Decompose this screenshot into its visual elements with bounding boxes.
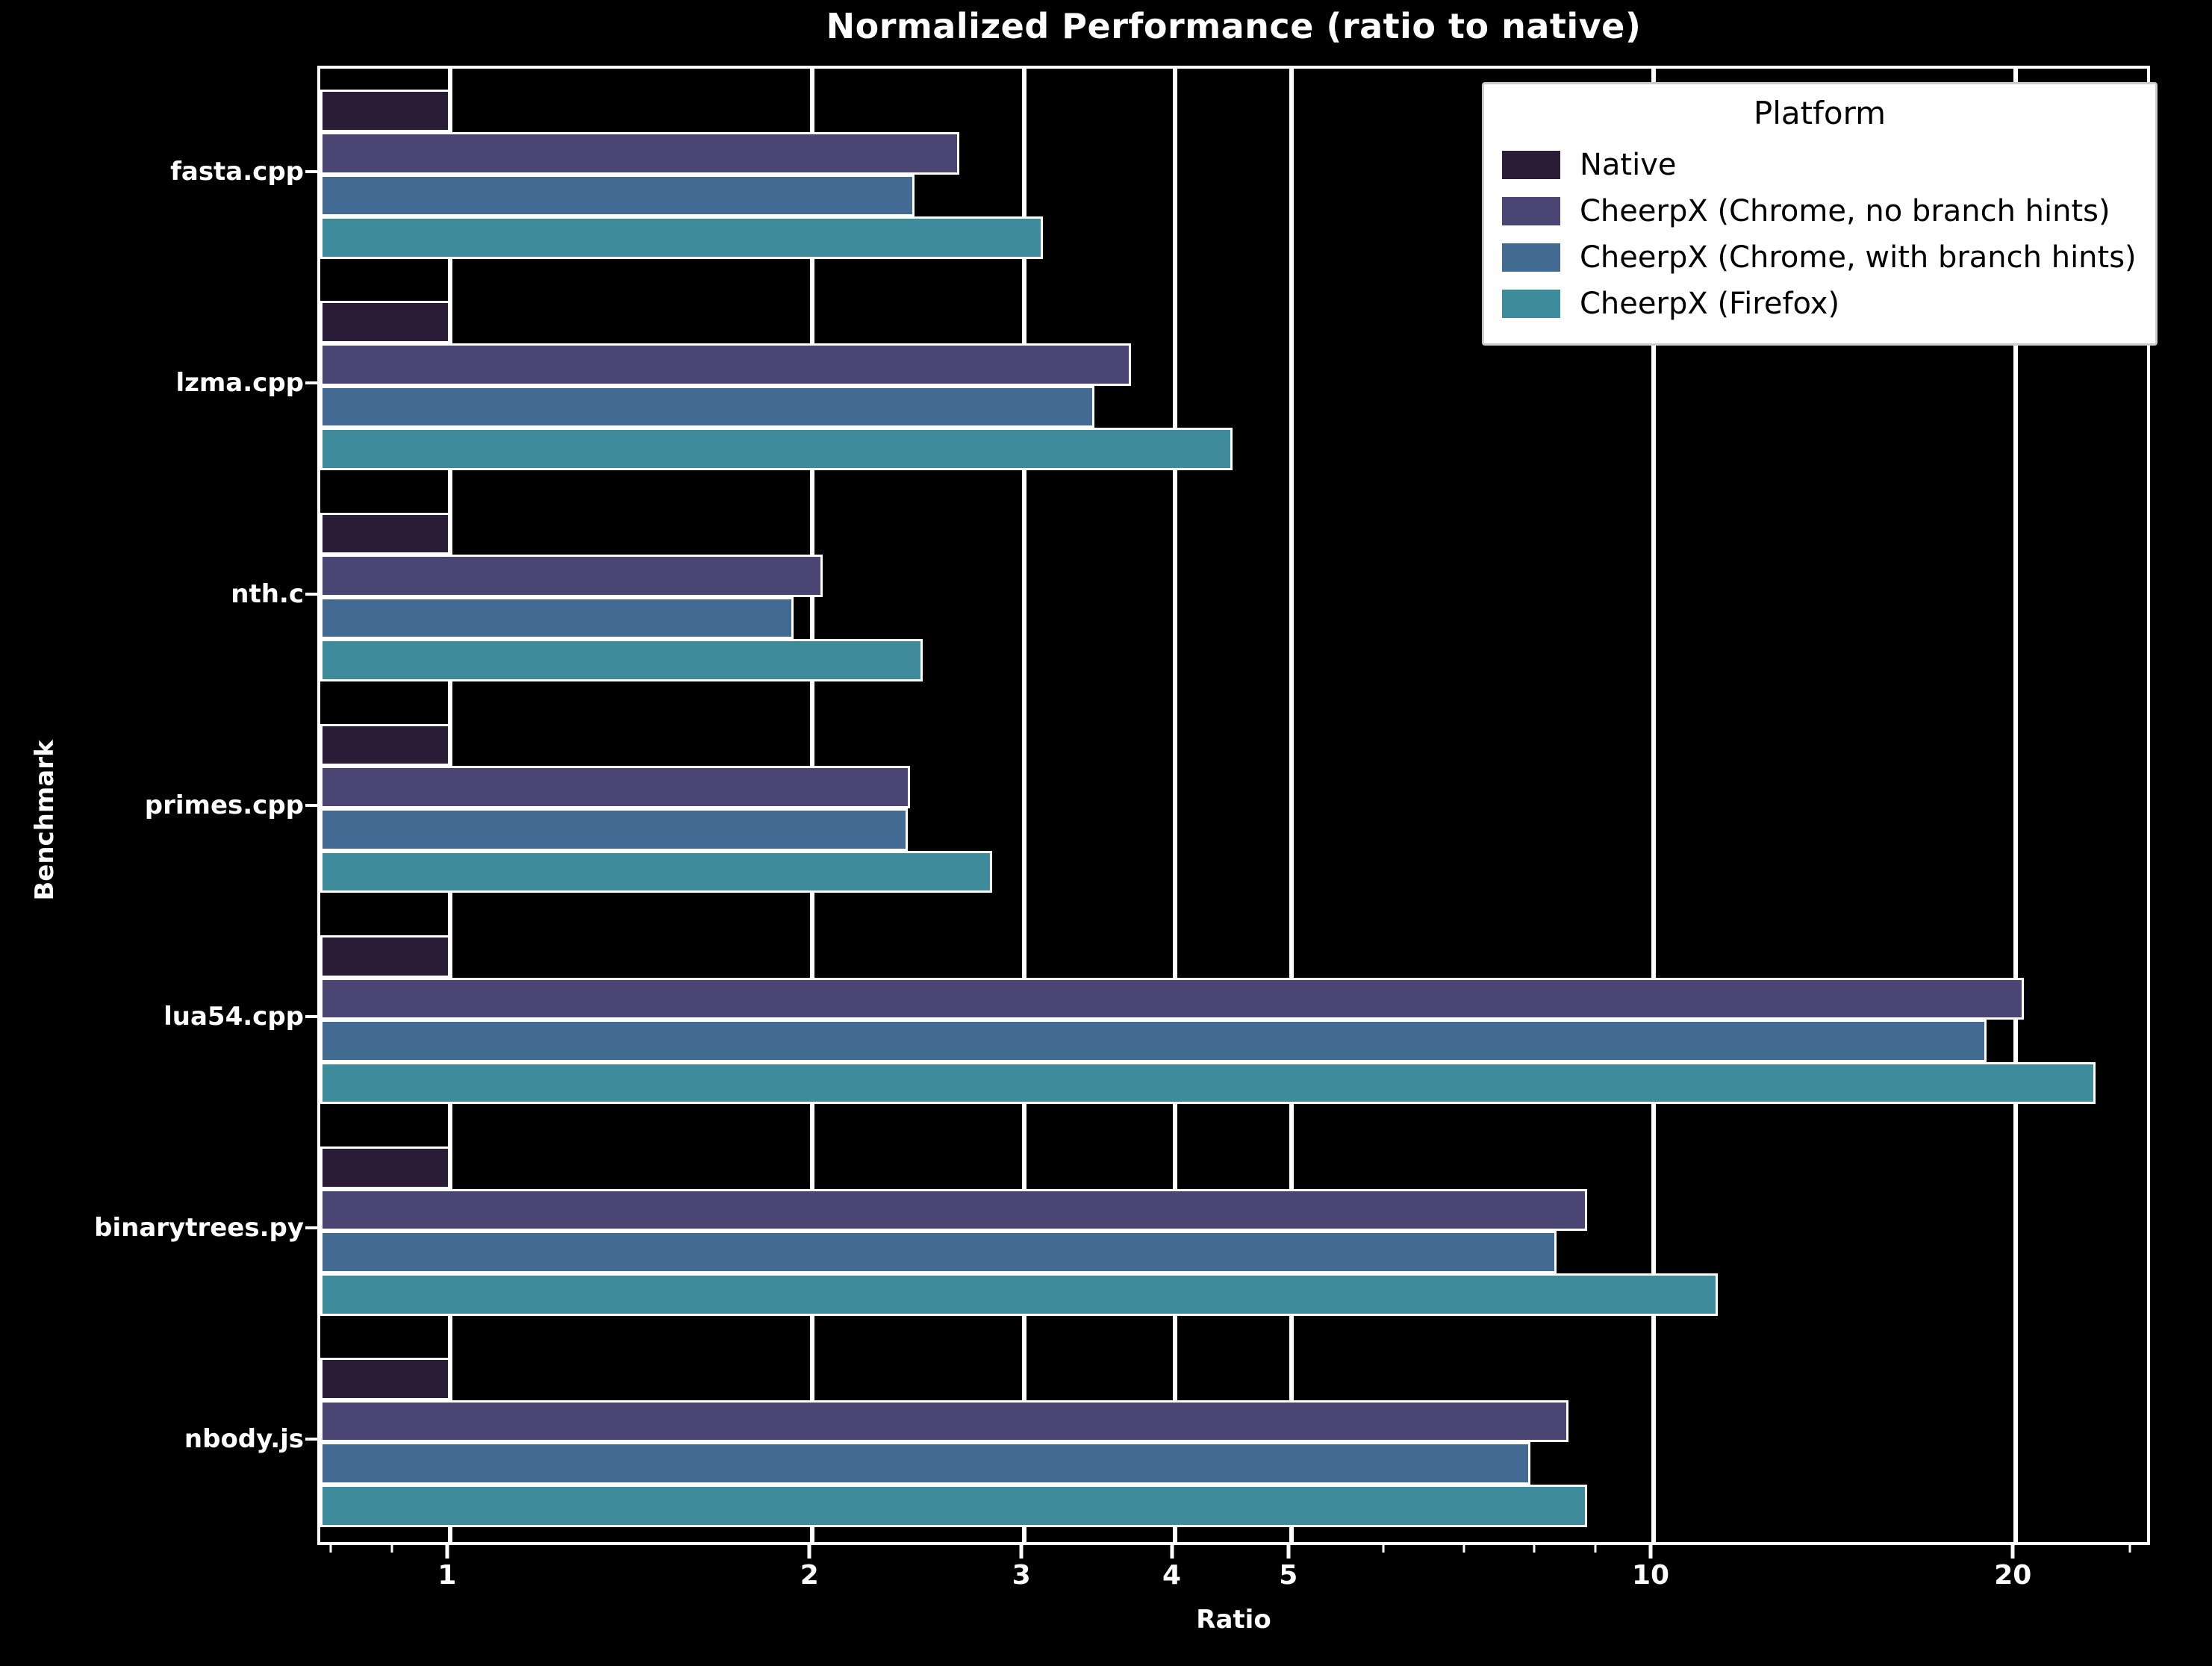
x-tick-mark-minor (1533, 1545, 1536, 1553)
bar (320, 343, 1132, 386)
x-axis-title: Ratio (1196, 1605, 1271, 1635)
legend-swatch-icon (1502, 197, 1560, 225)
x-tick-label-1: 1 (437, 1560, 457, 1591)
bar (320, 1358, 450, 1400)
bar (320, 1400, 1569, 1443)
gridline-x-4 (1172, 69, 1177, 1542)
bar (320, 512, 450, 555)
x-tick-label-2: 2 (800, 1560, 819, 1591)
gridline-x-10 (1651, 69, 1657, 1542)
x-tick-label-3: 3 (1012, 1560, 1031, 1591)
bar (320, 1485, 1587, 1527)
bar (320, 1146, 450, 1189)
bar-group (320, 1337, 2147, 1542)
y-tick-label-nth-c: nth.c (231, 578, 304, 609)
x-tick-mark-minor (390, 1545, 393, 1553)
legend-label: CheerpX (Firefox) (1580, 287, 1840, 321)
y-tick-label-lua54-cpp: lua54.cpp (163, 1002, 304, 1032)
y-tick-mark (305, 169, 317, 173)
gridline-x-20 (2013, 69, 2019, 1542)
y-tick-label-primes-cpp: primes.cpp (144, 790, 304, 820)
y-tick-label-lzma-cpp: lzma.cpp (175, 367, 304, 398)
bar-group (320, 491, 2147, 702)
legend-label: CheerpX (Chrome, no branch hints) (1580, 194, 2110, 228)
y-tick-mark (305, 1226, 317, 1230)
bar (320, 808, 908, 851)
legend-swatch-icon (1502, 290, 1560, 318)
y-axis-tick-labels: fasta.cpp lzma.cpp nth.c primes.cpp lua54.cp… (0, 66, 317, 1545)
x-tick-mark (445, 1545, 449, 1559)
gridline-x-3 (1022, 69, 1027, 1542)
bar (320, 850, 992, 893)
x-tick-label-4: 4 (1162, 1560, 1182, 1591)
x-tick-mark-minor (1594, 1545, 1597, 1553)
bar (320, 301, 450, 344)
x-tick-mark (1286, 1545, 1291, 1559)
y-tick-label-binarytrees-py: binarytrees.py (94, 1213, 304, 1244)
bar (320, 1273, 1718, 1316)
x-tick-mark (1019, 1545, 1024, 1559)
bar (320, 1188, 1587, 1232)
bar (320, 90, 450, 132)
bar-group (320, 914, 2147, 1126)
y-tick-mark (305, 381, 317, 384)
bar (320, 935, 450, 978)
bar (320, 1061, 2096, 1105)
legend-entry[interactable]: CheerpX (Chrome, no branch hints) (1502, 188, 2137, 234)
y-tick-mark (305, 1438, 317, 1441)
x-tick-mark-minor (329, 1545, 332, 1553)
bar (320, 766, 910, 808)
x-tick-mark-minor (2128, 1545, 2131, 1553)
bar (320, 1020, 1987, 1062)
legend-entry[interactable]: Native (1502, 142, 2137, 188)
bar (320, 639, 923, 682)
legend-label: Native (1580, 148, 1677, 182)
gridline-x-5 (1289, 69, 1294, 1542)
legend-entry[interactable]: CheerpX (Chrome, with branch hints) (1502, 234, 2137, 281)
y-tick-label-nbody-js: nbody.js (184, 1424, 304, 1455)
bar (320, 596, 794, 640)
y-tick-mark (305, 592, 317, 596)
x-tick-label-20: 20 (1994, 1560, 2032, 1591)
legend-entry[interactable]: CheerpX (Firefox) (1502, 281, 2137, 327)
bar (320, 428, 1233, 470)
x-tick-label-10: 10 (1631, 1560, 1670, 1591)
y-tick-mark (305, 804, 317, 807)
x-tick-label-5: 5 (1279, 1560, 1298, 1591)
chart-title: Normalized Performance (ratio to native) (826, 6, 1642, 46)
bar (320, 1442, 1530, 1485)
bar-group (320, 702, 2147, 914)
x-tick-mark (2010, 1545, 2015, 1559)
legend-swatch-icon (1502, 243, 1560, 272)
bar (320, 977, 2024, 1020)
bar (320, 131, 960, 175)
y-tick-mark (305, 1015, 317, 1019)
x-tick-mark-minor (1382, 1545, 1385, 1553)
bar (320, 216, 1044, 259)
y-tick-label-fasta-cpp: fasta.cpp (170, 156, 304, 187)
bar-group (320, 1126, 2147, 1337)
bar-group (320, 69, 2147, 280)
bar (320, 1231, 1557, 1273)
x-axis-tick-labels: 1 2 3 4 5 10 20 (317, 1545, 2150, 1605)
legend-label: CheerpX (Chrome, with branch hints) (1580, 240, 2137, 275)
bar (320, 555, 823, 597)
bar (320, 723, 450, 767)
x-tick-mark (1170, 1545, 1174, 1559)
bar-group (320, 280, 2147, 491)
bar (320, 385, 1094, 428)
legend-swatch-icon (1502, 151, 1560, 179)
x-tick-mark (1648, 1545, 1653, 1559)
bar (320, 174, 915, 217)
legend-title: Platform (1753, 95, 1887, 131)
x-tick-mark (807, 1545, 811, 1559)
x-tick-mark-minor (1462, 1545, 1465, 1553)
